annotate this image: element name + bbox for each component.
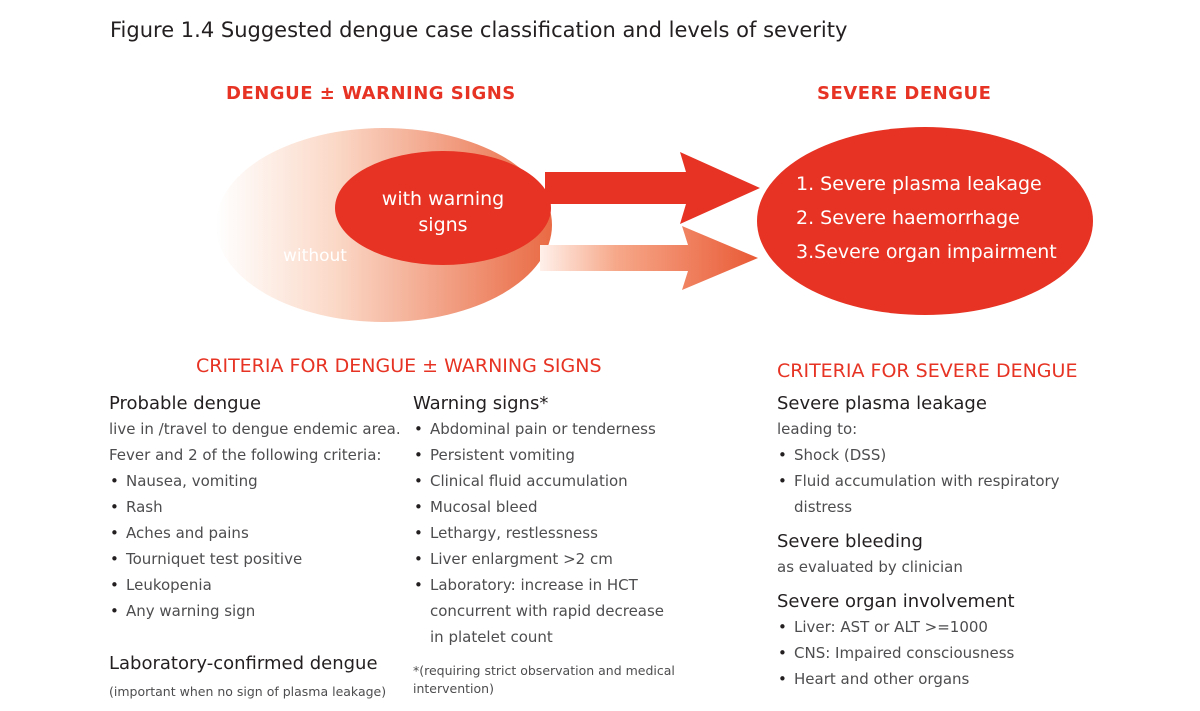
severe-bleeding-line: as evaluated by clinician: [777, 558, 963, 576]
list-item: Clinical fluid accumulation: [413, 468, 664, 494]
list-item: Fluid accumulation with respiratory: [777, 468, 1060, 494]
arrow-without-to-severe: [540, 226, 758, 290]
severe-plasma-continuation: distress: [794, 498, 853, 516]
list-item: Shock (DSS): [777, 442, 1060, 468]
list-item: Any warning sign: [109, 598, 401, 624]
list-item: Liver: AST or ALT >=1000: [777, 614, 1015, 640]
list-item: Mucosal bleed: [413, 494, 664, 520]
criteria-dengue-title: CRITERIA FOR DENGUE ± WARNING SIGNS: [196, 355, 602, 377]
severe-bleeding-section: Severe bleeding as evaluated by clinicia…: [777, 531, 963, 580]
severe-dengue-ellipse: [757, 127, 1093, 315]
warning-footnote-line-2: intervention): [413, 681, 494, 696]
list-item: Liver enlargment >2 cm: [413, 546, 664, 572]
probable-line-2: Fever and 2 of the following criteria:: [109, 446, 382, 464]
list-item: Abdominal pain or tenderness: [413, 416, 664, 442]
arrow-warning-to-severe: [545, 152, 760, 224]
list-item: Tourniquet test positive: [109, 546, 401, 572]
without-label: without: [283, 246, 347, 266]
warning-signs-list: Abdominal pain or tenderness Persistent …: [413, 416, 664, 598]
probable-criteria-list: Nausea, vomiting Rash Aches and pains To…: [109, 468, 401, 624]
severe-plasma-lead: leading to:: [777, 420, 858, 438]
severe-plasma-heading: Severe plasma leakage: [777, 393, 987, 414]
severe-item-3: 3.Severe organ impairment: [796, 241, 1057, 263]
warning-signs-section: Warning signs* Abdominal pain or tendern…: [413, 393, 664, 650]
severe-plasma-section: Severe plasma leakage leading to: Shock …: [777, 393, 1060, 520]
list-item: Leukopenia: [109, 572, 401, 598]
with-warning-label-line1: with warning: [382, 188, 504, 210]
list-item: Nausea, vomiting: [109, 468, 401, 494]
list-item: Lethargy, restlessness: [413, 520, 664, 546]
criteria-severe-title: CRITERIA FOR SEVERE DENGUE: [777, 360, 1078, 382]
lab-confirmed-note: (important when no sign of plasma leakag…: [109, 684, 387, 699]
header-severe-dengue: SEVERE DENGUE: [817, 83, 992, 104]
probable-line-1: live in /travel to dengue endemic area.: [109, 420, 401, 438]
severe-item-1: 1. Severe plasma leakage: [796, 173, 1042, 195]
list-item: Rash: [109, 494, 401, 520]
figure-title: Figure 1.4 Suggested dengue case classif…: [110, 18, 848, 42]
warning-footnote-line-1: *(requiring strict observation and medic…: [413, 663, 675, 678]
list-item: CNS: Impaired consciousness: [777, 640, 1015, 666]
severe-organ-list: Liver: AST or ALT >=1000 CNS: Impaired c…: [777, 614, 1015, 692]
lab-confirmed-heading: Laboratory-confirmed dengue: [109, 653, 378, 674]
list-item: Persistent vomiting: [413, 442, 664, 468]
header-dengue-warning-signs: DENGUE ± WARNING SIGNS: [226, 83, 516, 104]
severe-bleeding-heading: Severe bleeding: [777, 531, 923, 552]
list-item: Aches and pains: [109, 520, 401, 546]
severe-plasma-list: Shock (DSS) Fluid accumulation with resp…: [777, 442, 1060, 494]
warning-signs-heading: Warning signs*: [413, 393, 549, 414]
probable-dengue-heading: Probable dengue: [109, 393, 262, 414]
warning-continuation-2: in platelet count: [430, 628, 553, 646]
severe-organ-section: Severe organ involvement Liver: AST or A…: [777, 591, 1015, 692]
with-warning-label-line2: signs: [418, 214, 467, 236]
list-item: Laboratory: increase in HCT: [413, 572, 664, 598]
severe-item-2: 2. Severe haemorrhage: [796, 207, 1020, 229]
probable-dengue-section: Probable dengue live in /travel to dengu…: [109, 393, 401, 624]
with-warning-signs-ellipse: [335, 151, 551, 265]
warning-footnote: *(requiring strict observation and medic…: [413, 662, 675, 698]
severe-organ-heading: Severe organ involvement: [777, 591, 1015, 612]
warning-continuation-1: concurrent with rapid decrease: [430, 602, 665, 620]
classification-diagram: without with warning signs 1. Severe pla…: [216, 127, 1093, 322]
list-item: Heart and other organs: [777, 666, 1015, 692]
